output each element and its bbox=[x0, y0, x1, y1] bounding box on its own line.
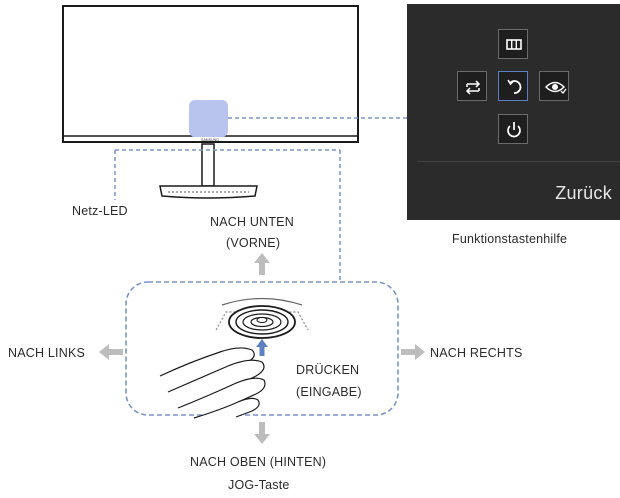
press-arrow bbox=[256, 339, 268, 356]
power-led-label: Netz-LED bbox=[72, 204, 128, 218]
right-label: NACH RECHTS bbox=[430, 346, 523, 360]
arrow-left bbox=[99, 344, 123, 360]
function-key-guide-panel: Zurück bbox=[407, 4, 620, 220]
jog-key-box bbox=[125, 281, 399, 416]
power-led bbox=[189, 100, 228, 137]
monitor-brand-logo: SAMSUNG bbox=[201, 138, 219, 142]
left-label: NACH LINKS bbox=[8, 346, 86, 360]
arrow-right bbox=[401, 344, 425, 360]
power-icon bbox=[507, 122, 521, 138]
back-button[interactable]: Zurück bbox=[555, 183, 612, 203]
arrow-up bbox=[254, 253, 270, 275]
panel-divider bbox=[417, 161, 620, 162]
jog-key-label: JOG-Taste bbox=[228, 478, 290, 492]
menu-icon bbox=[506, 39, 522, 50]
press-label-line1: DRÜCKEN bbox=[296, 363, 360, 377]
down-front-label-line1: NACH UNTEN bbox=[210, 215, 294, 229]
eye-saver-key[interactable] bbox=[539, 71, 569, 101]
hand-illustration bbox=[159, 347, 266, 419]
return-icon bbox=[507, 79, 522, 94]
function-key-guide-label: Funktionstastenhilfe bbox=[452, 232, 568, 246]
return-key[interactable] bbox=[498, 71, 528, 101]
power-key[interactable] bbox=[498, 114, 528, 144]
arrow-down bbox=[254, 422, 270, 444]
press-label-line2: (EINGABE) bbox=[296, 385, 362, 399]
source-switch-icon bbox=[465, 80, 481, 95]
source-switch-key[interactable] bbox=[457, 71, 487, 101]
menu-key[interactable] bbox=[498, 29, 528, 59]
eye-saver-icon bbox=[544, 81, 567, 94]
up-back-label: NACH OBEN (HINTEN) bbox=[190, 455, 327, 469]
down-front-label-line2: (VORNE) bbox=[226, 236, 281, 250]
jog-stick-illustration bbox=[215, 297, 309, 339]
